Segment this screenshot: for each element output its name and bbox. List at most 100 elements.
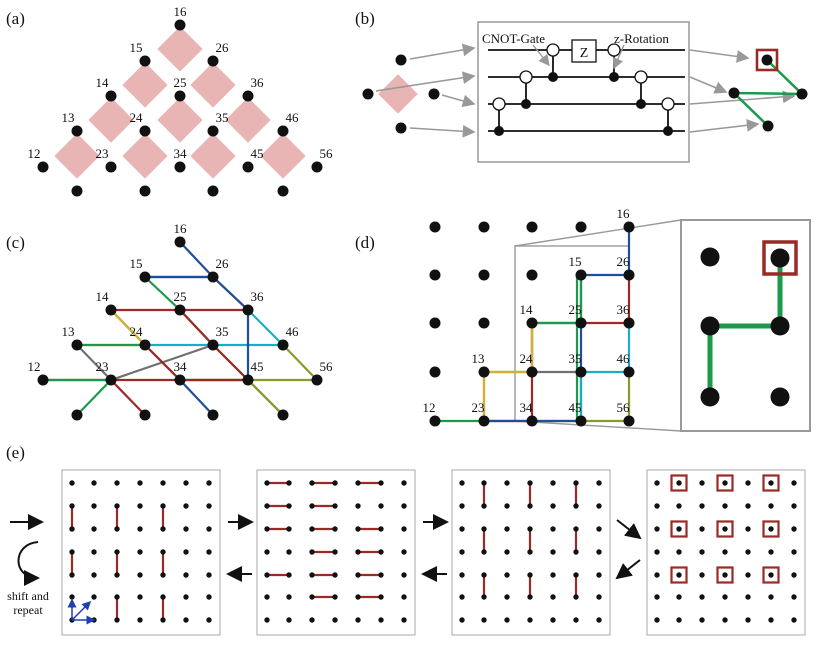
lattice-node	[527, 594, 533, 600]
lattice-node	[105, 374, 117, 386]
node-label: 15	[130, 40, 143, 55]
node-label: 14	[520, 302, 534, 317]
lattice-node	[791, 526, 797, 532]
lattice-node	[768, 503, 774, 509]
lattice-node	[264, 572, 270, 578]
lattice-node	[174, 304, 186, 316]
node-label: 26	[617, 254, 631, 269]
node-label: 15	[130, 256, 143, 271]
cnot-control	[636, 99, 646, 109]
lattice-node	[654, 572, 660, 578]
lattice-node	[114, 503, 120, 509]
lattice-node	[573, 594, 579, 600]
lattice-node	[332, 572, 338, 578]
b-result-path	[730, 59, 806, 127]
lattice-node	[768, 549, 774, 555]
lattice-node	[105, 161, 117, 173]
lattice-node	[264, 480, 270, 486]
lattice-node	[91, 526, 97, 532]
node-label: 24	[130, 324, 144, 339]
lattice-node	[160, 503, 166, 509]
lattice-node	[355, 480, 361, 486]
lattice-node	[206, 617, 212, 623]
lattice-node	[527, 572, 533, 578]
plaquette-tile	[122, 133, 168, 179]
cnot-target	[519, 70, 533, 84]
b-arrow-out-1	[689, 49, 750, 63]
lattice-node	[575, 317, 587, 329]
e-arrow-4-3	[615, 559, 641, 580]
lattice-node	[722, 572, 728, 578]
lattice-node	[573, 503, 579, 509]
cnot-target	[661, 97, 675, 111]
lattice-node	[174, 19, 186, 31]
lattice-node	[504, 480, 510, 486]
panel-a-plaquettes	[54, 26, 306, 179]
lattice-node	[355, 503, 361, 509]
lattice-node	[401, 594, 407, 600]
lattice-node	[481, 572, 487, 578]
lattice-node	[332, 480, 338, 486]
d-inset-node	[770, 316, 790, 336]
lattice-node	[378, 617, 384, 623]
plaquette-tile	[190, 62, 236, 108]
lattice-node	[264, 526, 270, 532]
lattice-node	[309, 526, 315, 532]
lattice-node	[286, 594, 292, 600]
lattice-node	[206, 572, 212, 578]
colored-path	[579, 323, 631, 421]
node-label: 35	[216, 324, 229, 339]
lattice-node	[207, 271, 219, 283]
node-label: 56	[320, 146, 334, 161]
lattice-node	[264, 617, 270, 623]
lattice-node	[478, 317, 490, 329]
lattice-node	[575, 269, 587, 281]
plaquette-tile	[157, 97, 203, 143]
lattice-node	[623, 221, 635, 233]
lattice-node	[183, 526, 189, 532]
lattice-node	[264, 503, 270, 509]
lattice-node	[699, 549, 705, 555]
lattice-node	[309, 617, 315, 623]
b-arrow-out-2	[689, 76, 728, 94]
cnot-control	[521, 99, 531, 109]
lattice-node	[504, 503, 510, 509]
lattice-node	[654, 594, 660, 600]
lattice-node	[207, 409, 219, 421]
lattice-node	[160, 594, 166, 600]
lattice-node	[768, 572, 774, 578]
cnot-gate-label: CNOT-Gate	[482, 31, 545, 46]
lattice-node	[596, 503, 602, 509]
lattice-node	[160, 526, 166, 532]
z-gate-label: Z	[580, 46, 589, 61]
lattice-node	[722, 549, 728, 555]
measured-marker	[670, 474, 688, 492]
lattice-node	[527, 480, 533, 486]
d-inset-node	[700, 387, 720, 407]
lattice-node	[791, 617, 797, 623]
lattice-node	[286, 572, 292, 578]
lattice-node	[91, 594, 97, 600]
lattice-node	[309, 572, 315, 578]
colored-path	[179, 379, 214, 416]
cnot-target	[607, 43, 621, 57]
lattice-node	[623, 415, 635, 427]
measured-marker	[670, 566, 688, 584]
lattice-node	[401, 572, 407, 578]
colored-path	[110, 379, 146, 416]
lattice-node	[71, 409, 83, 421]
lattice-node	[699, 526, 705, 532]
lattice-node	[183, 503, 189, 509]
lattice-node	[429, 415, 441, 427]
colored-path	[247, 379, 284, 416]
b-arrow-in-2	[375, 71, 476, 92]
node-label: 24	[520, 351, 534, 366]
node-label: 23	[96, 146, 109, 161]
lattice-node	[654, 503, 660, 509]
lattice-node	[174, 161, 186, 173]
lattice-node	[676, 480, 682, 486]
b-arrow-in-1	[409, 43, 476, 60]
d-inset-node	[700, 247, 720, 267]
lattice-node	[114, 480, 120, 486]
panel-e-grids	[61, 469, 806, 636]
